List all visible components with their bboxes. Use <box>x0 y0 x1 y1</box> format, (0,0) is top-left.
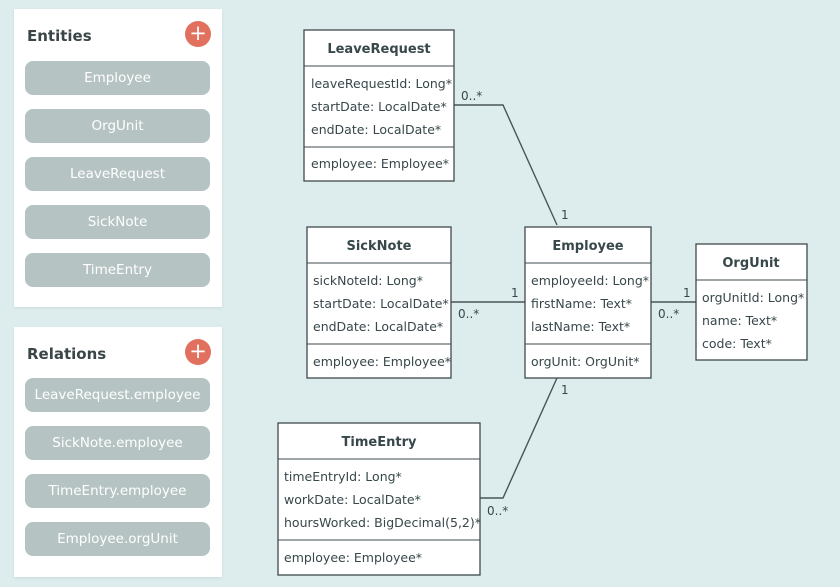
class-box-orgunit[interactable]: OrgUnit orgUnitId: Long* name: Text* cod… <box>695 243 808 361</box>
edge-multiplicity-target: 1 <box>511 286 519 300</box>
relations-panel-title: Relations <box>27 345 107 363</box>
edge-multiplicity-source: 0..* <box>487 504 508 518</box>
entity-item-leaverequest[interactable]: LeaveRequest <box>25 157 210 191</box>
add-relation-button[interactable]: + <box>185 339 211 365</box>
relation-item-sicknote-employee[interactable]: SickNote.employee <box>25 426 210 460</box>
edge-multiplicity-target: 1 <box>683 286 691 300</box>
class-field: orgUnitId: Long* <box>702 290 804 305</box>
class-field: sickNoteId: Long* <box>313 273 423 288</box>
relations-panel-header: Relations + <box>14 327 222 379</box>
class-field: employeeId: Long* <box>531 273 649 288</box>
class-field: startDate: LocalDate* <box>311 99 447 114</box>
relation-item-leaverequest-employee[interactable]: LeaveRequest.employee <box>25 378 210 412</box>
class-relation-field: employee: Employee* <box>311 156 449 171</box>
class-relation-field: orgUnit: OrgUnit* <box>531 354 640 369</box>
class-field: endDate: LocalDate* <box>311 122 441 137</box>
class-field: code: Text* <box>702 336 772 351</box>
entity-item-employee[interactable]: Employee <box>25 61 210 95</box>
entities-panel-header: Entities + <box>14 9 222 61</box>
class-title: SickNote <box>346 239 411 254</box>
class-title: LeaveRequest <box>327 42 430 57</box>
class-box-timeentry[interactable]: TimeEntry timeEntryId: Long* workDate: L… <box>277 422 481 576</box>
class-field: workDate: LocalDate* <box>284 492 421 507</box>
edge-multiplicity-source: 0..* <box>658 307 679 321</box>
relations-panel: Relations + LeaveRequest.employee SickNo… <box>14 327 222 577</box>
relation-item-timeentry-employee[interactable]: TimeEntry.employee <box>25 474 210 508</box>
class-field: timeEntryId: Long* <box>284 469 402 484</box>
edge-sicknote-employee[interactable]: 0..* 1 <box>451 286 525 321</box>
edge-employee-orgunit[interactable]: 0..* 1 <box>651 286 696 321</box>
class-field: lastName: Text* <box>531 319 630 334</box>
edge-multiplicity-source: 0..* <box>458 307 479 321</box>
class-field: endDate: LocalDate* <box>313 319 443 334</box>
class-field: firstName: Text* <box>531 296 632 311</box>
class-relation-field: employee: Employee* <box>313 354 451 369</box>
entity-item-orgunit[interactable]: OrgUnit <box>25 109 210 143</box>
class-box-sicknote[interactable]: SickNote sickNoteId: Long* startDate: Lo… <box>306 226 452 379</box>
class-field: hoursWorked: BigDecimal(5,2)* <box>284 515 481 530</box>
add-entity-button[interactable]: + <box>185 21 211 47</box>
class-box-employee[interactable]: Employee employeeId: Long* firstName: Te… <box>524 226 652 379</box>
class-title: TimeEntry <box>342 435 417 450</box>
entity-item-timeentry[interactable]: TimeEntry <box>25 253 210 287</box>
edge-timeentry-employee[interactable]: 0..* 1 <box>480 377 569 518</box>
class-title: Employee <box>552 239 623 254</box>
class-field: startDate: LocalDate* <box>313 296 449 311</box>
edge-multiplicity-source: 0..* <box>461 89 482 103</box>
entities-panel: Entities + Employee OrgUnit LeaveRequest… <box>14 9 222 307</box>
class-title: OrgUnit <box>722 256 779 271</box>
edge-leaverequest-employee[interactable]: 0..* 1 <box>454 89 569 226</box>
relation-item-employee-orgunit[interactable]: Employee.orgUnit <box>25 522 210 556</box>
class-relation-field: employee: Employee* <box>284 550 422 565</box>
edge-multiplicity-target: 1 <box>561 383 569 397</box>
edge-multiplicity-target: 1 <box>561 208 569 222</box>
class-field: name: Text* <box>702 313 777 328</box>
entities-panel-title: Entities <box>27 27 92 45</box>
entity-item-sicknote[interactable]: SickNote <box>25 205 210 239</box>
class-field: leaveRequestId: Long* <box>311 76 452 91</box>
class-box-leaverequest[interactable]: LeaveRequest leaveRequestId: Long* start… <box>303 29 455 182</box>
